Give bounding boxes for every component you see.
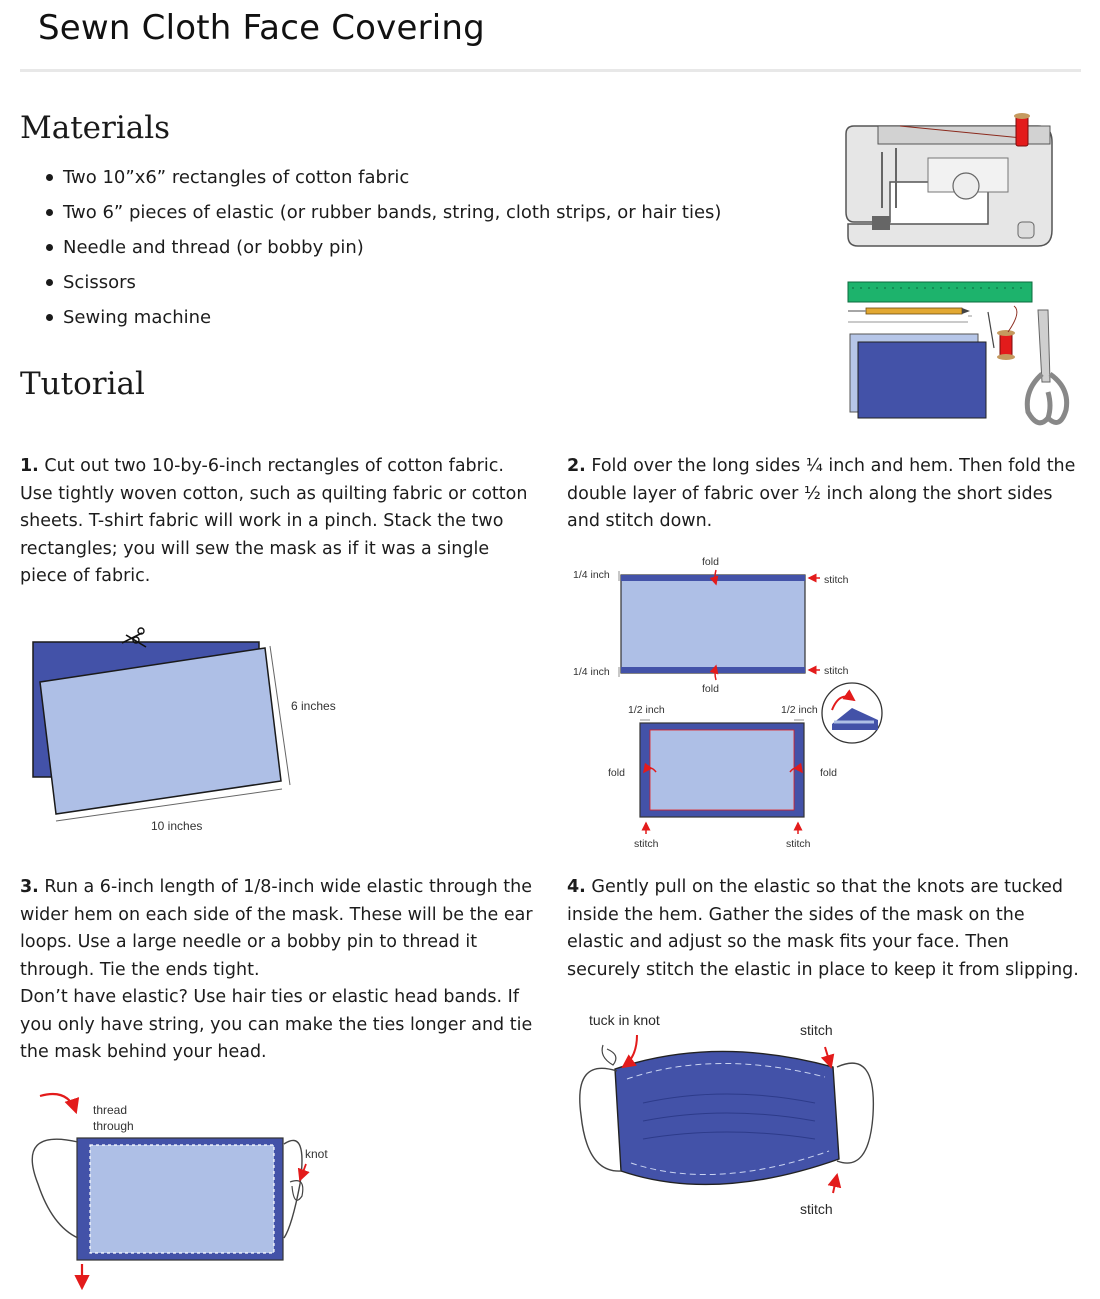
- folded-panel-inner: [649, 729, 795, 811]
- mask-panel-inner: [89, 1144, 275, 1254]
- sewing-machine-illustration: [845, 113, 1053, 247]
- step-number: 3.: [20, 877, 39, 897]
- fold-detail-magnifier: [821, 682, 883, 744]
- step-number: 2.: [567, 456, 586, 476]
- knot-icon: [601, 1044, 617, 1066]
- step-number: 1.: [20, 456, 39, 476]
- stitch-bottom-label: stitch: [824, 665, 849, 677]
- fig3-thread-elastic-diagram: thread through knot: [31, 1092, 328, 1291]
- fig4-finished-mask-diagram: tuck in knot stitch stitch: [579, 1012, 875, 1217]
- step-description: Run a 6-inch length of 1/8-inch wide ela…: [20, 877, 533, 980]
- step-1-text: 1. Cut out two 10-by-6-inch rectangles o…: [20, 453, 535, 591]
- pencil-illustration: [848, 307, 972, 323]
- knot-icon: [289, 1180, 304, 1201]
- ear-loop-right: [836, 1062, 875, 1164]
- fold-left-label: fold: [608, 767, 625, 779]
- knot-label: knot: [305, 1147, 328, 1161]
- supplies-illustration: [845, 113, 1070, 426]
- ruler-illustration: [847, 281, 1033, 303]
- stitch-top-label: stitch: [824, 574, 849, 586]
- thread-arrow-icon: [39, 1092, 80, 1115]
- knot-arrow-icon: [297, 1163, 310, 1182]
- fold-top-label: fold: [702, 556, 719, 568]
- stitch-arrow-icon: [820, 1046, 835, 1069]
- thread-label-line2: through: [93, 1119, 134, 1133]
- materials-item: Two 6” pieces of elastic (or rubber band…: [20, 195, 721, 230]
- scissors-illustration: [1024, 309, 1070, 426]
- width-dimension-line: [55, 788, 283, 822]
- mask-top-stitch: [626, 1062, 826, 1080]
- fig2-hem-fold-diagram: 1/4 inch 1/4 inch fold fold stitch stitc…: [573, 556, 883, 850]
- scissors-icon: [121, 627, 147, 648]
- tutorial-heading: Tutorial: [20, 366, 145, 402]
- title-divider: [20, 69, 1081, 72]
- materials-list: Two 10”x6” rectangles of cotton fabric T…: [20, 160, 721, 335]
- fold-arrow-icon: [709, 664, 719, 681]
- step-description: Gently pull on the elastic so that the k…: [567, 877, 1079, 980]
- bottom-hem-strip: [621, 667, 805, 673]
- stitch-arrow-icon: [827, 1173, 842, 1194]
- materials-heading: Materials: [20, 110, 171, 146]
- quarter-inch-bottom-label: 1/4 inch: [573, 666, 610, 678]
- ear-loop-left: [579, 1067, 622, 1172]
- height-label: 6 inches: [291, 699, 336, 713]
- elastic-loop-right: [283, 1139, 303, 1239]
- fold-right-label: fold: [820, 767, 837, 779]
- height-dimension-line: [269, 645, 291, 786]
- stitch-right-label: stitch: [786, 838, 811, 850]
- materials-item: Scissors: [20, 265, 721, 300]
- mask-body: [614, 1050, 840, 1186]
- thread-spool-illustration: [987, 305, 1018, 360]
- pleat-line: [642, 1112, 816, 1122]
- top-hem-strip: [621, 575, 805, 581]
- step-description: Fold over the long sides ¼ inch and hem.…: [567, 456, 1076, 531]
- stitch-top-label: stitch: [800, 1022, 833, 1038]
- front-fabric-rect: [39, 647, 282, 815]
- hem-panel: [620, 574, 806, 674]
- width-label: 10 inches: [151, 819, 202, 833]
- fold-arrow-icon: [709, 569, 719, 586]
- materials-item: Two 10”x6” rectangles of cotton fabric: [20, 160, 721, 195]
- step-2-text: 2. Fold over the long sides ¼ inch and h…: [567, 453, 1087, 536]
- step-4-text: 4. Gently pull on the elastic so that th…: [567, 874, 1087, 984]
- mask-bottom-stitch: [630, 1150, 830, 1176]
- fold-arrow-icon: [643, 762, 657, 774]
- step-3-text: 3. Run a 6-inch length of 1/8-inch wide …: [20, 874, 540, 1067]
- step-number: 4.: [567, 877, 586, 897]
- stitch-bottom-label: stitch: [800, 1201, 833, 1217]
- thread-label-line1: thread: [93, 1103, 127, 1117]
- pleat-line: [642, 1131, 816, 1140]
- fold-arrow-icon: [789, 762, 803, 774]
- half-inch-right-label: 1/2 inch: [781, 704, 818, 716]
- step-description: Cut out two 10-by-6-inch rectangles of c…: [20, 456, 528, 586]
- fold-bottom-label: fold: [702, 683, 719, 695]
- pleat-line: [642, 1093, 816, 1104]
- fabric-pieces-illustration: [849, 333, 987, 419]
- page-title: Sewn Cloth Face Covering: [38, 8, 485, 48]
- tuck-arrow-icon: [621, 1034, 638, 1069]
- step-3-alternative-text: Don’t have elastic? Use hair ties or ela…: [20, 987, 533, 1062]
- quarter-inch-top-label: 1/4 inch: [573, 569, 610, 581]
- elastic-loop-left: [31, 1138, 79, 1239]
- half-inch-left-label: 1/2 inch: [628, 704, 665, 716]
- tuck-in-knot-label: tuck in knot: [589, 1012, 660, 1028]
- materials-item: Sewing machine: [20, 300, 721, 335]
- stitch-left-label: stitch: [634, 838, 659, 850]
- materials-item: Needle and thread (or bobby pin): [20, 230, 721, 265]
- fig1-cut-fabric-diagram: 6 inches 10 inches: [32, 627, 336, 833]
